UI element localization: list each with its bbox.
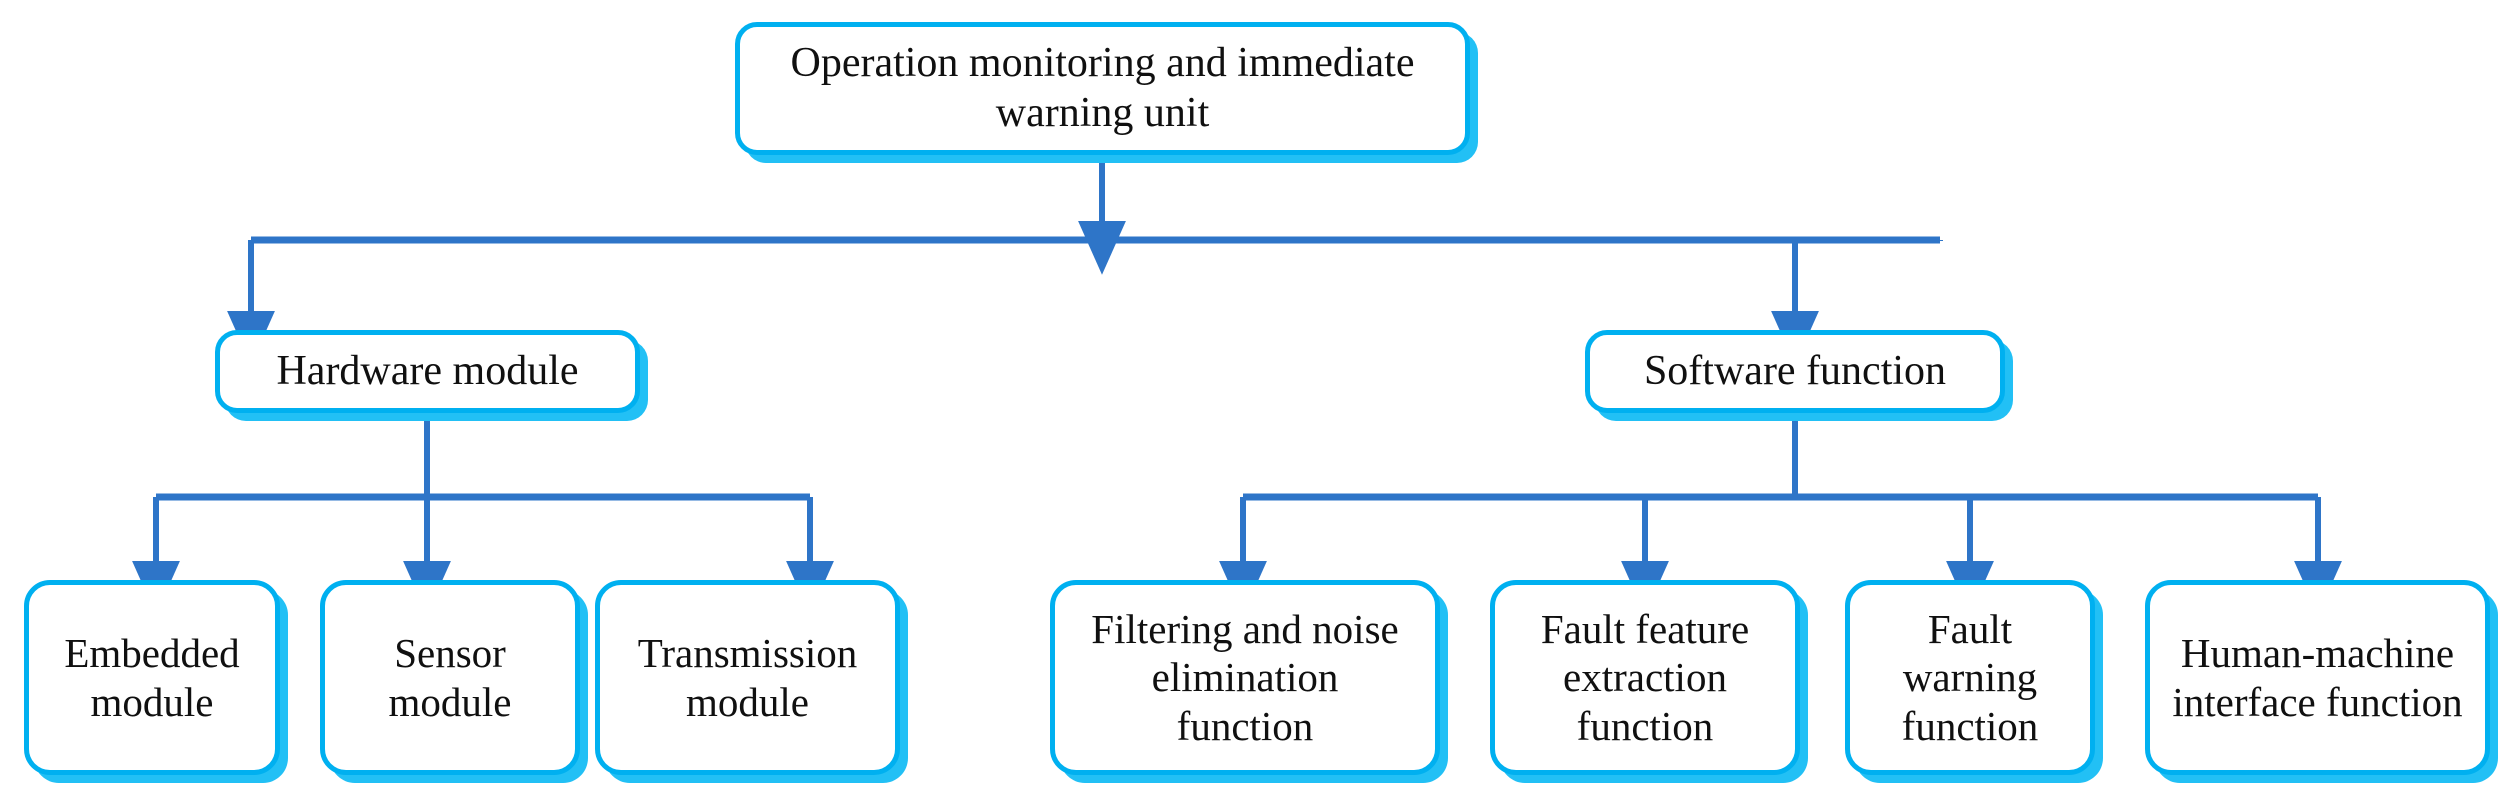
node-sensor-module-label: Sensor module — [388, 630, 512, 725]
node-fault-feature-extraction-function-label: Fault feature extraction function — [1540, 605, 1750, 749]
node-embedded-module[interactable]: Embedded module — [24, 580, 280, 775]
node-human-machine-interface-function-label: Human-machine interface function — [2172, 630, 2463, 725]
node-filtering-noise-elimination-function[interactable]: Filtering and noise elimination function — [1050, 580, 1440, 775]
node-transmission-module[interactable]: Transmission module — [595, 580, 900, 775]
node-hardware-module[interactable]: Hardware module — [215, 330, 640, 413]
node-root-label: Operation monitoring and immediate warni… — [790, 39, 1415, 136]
node-software-function[interactable]: Software function — [1585, 330, 2005, 413]
node-human-machine-interface-function[interactable]: Human-machine interface function — [2145, 580, 2490, 775]
node-fault-warning-function-label: Fault warning function — [1901, 605, 2039, 749]
node-hardware-module-label: Hardware module — [276, 347, 579, 394]
node-software-function-label: Software function — [1643, 347, 1947, 394]
node-root[interactable]: Operation monitoring and immediate warni… — [735, 22, 1470, 155]
node-filtering-noise-elimination-function-label: Filtering and noise elimination function — [1091, 605, 1399, 749]
node-transmission-module-label: Transmission module — [637, 630, 858, 725]
node-embedded-module-label: Embedded module — [64, 630, 240, 725]
node-sensor-module[interactable]: Sensor module — [320, 580, 580, 775]
node-fault-feature-extraction-function[interactable]: Fault feature extraction function — [1490, 580, 1800, 775]
node-fault-warning-function[interactable]: Fault warning function — [1845, 580, 2095, 775]
